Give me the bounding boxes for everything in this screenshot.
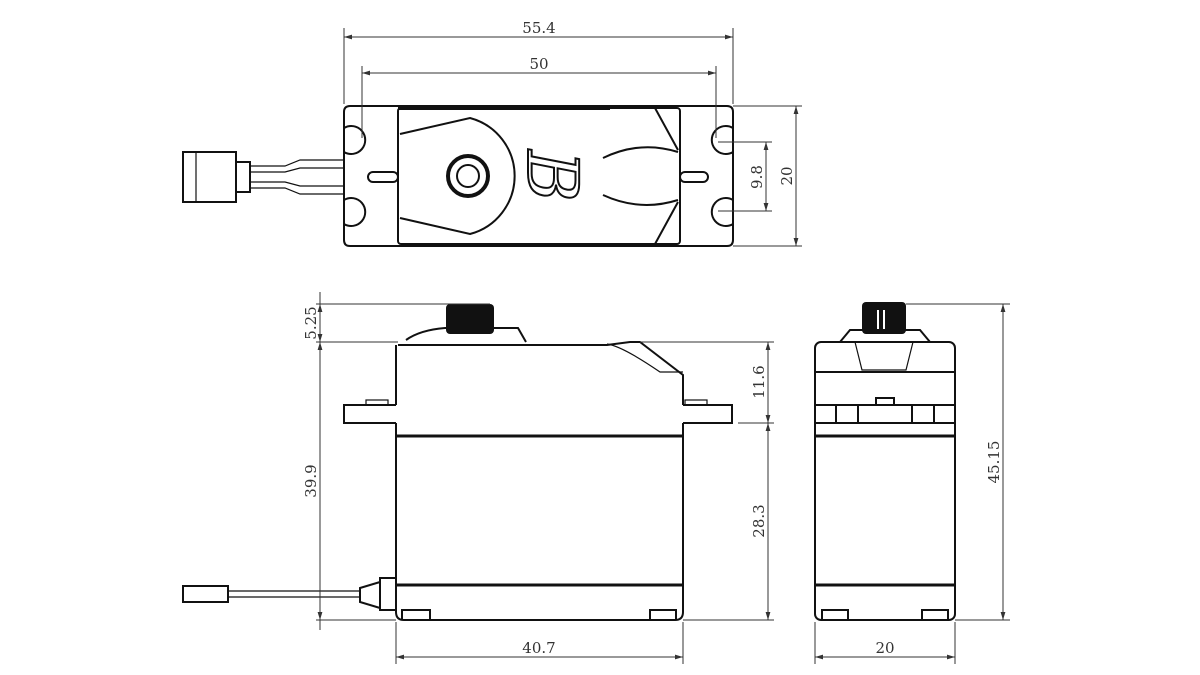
dim-side-width: 20 (875, 639, 894, 657)
front-case (395, 341, 684, 621)
output-spline (446, 154, 490, 198)
dim-case-height: 39.9 (302, 464, 320, 497)
mounting-holes (343, 125, 734, 227)
dim-hole-vertical: 9.8 (748, 165, 766, 189)
front-view: 5.25 39.9 11.6 28.3 40.7 (182, 292, 774, 664)
dim-depth: 20 (778, 166, 796, 185)
dim-total-height: 45.15 (985, 441, 1003, 484)
svg-text:B: B (511, 148, 593, 201)
dim-body-width: 40.7 (522, 639, 555, 657)
front-horn (446, 304, 494, 334)
side-view: 45.15 20 (814, 302, 1010, 664)
dim-horn-height: 5.25 (302, 306, 320, 339)
front-cable (182, 577, 397, 611)
dim-flange-to-top: 11.6 (750, 365, 768, 398)
dim-below-flange: 28.3 (750, 504, 768, 537)
top-case-outline (343, 105, 734, 247)
top-connector (182, 151, 344, 203)
logo: B (510, 147, 594, 202)
side-case (814, 341, 956, 621)
horn-arm (399, 116, 516, 236)
dim-hole-spacing: 50 (529, 55, 548, 73)
dim-overall-width: 55.4 (522, 19, 555, 37)
front-flanges (343, 404, 733, 424)
top-view: B 55.4 50 9.8 20 (182, 19, 802, 247)
